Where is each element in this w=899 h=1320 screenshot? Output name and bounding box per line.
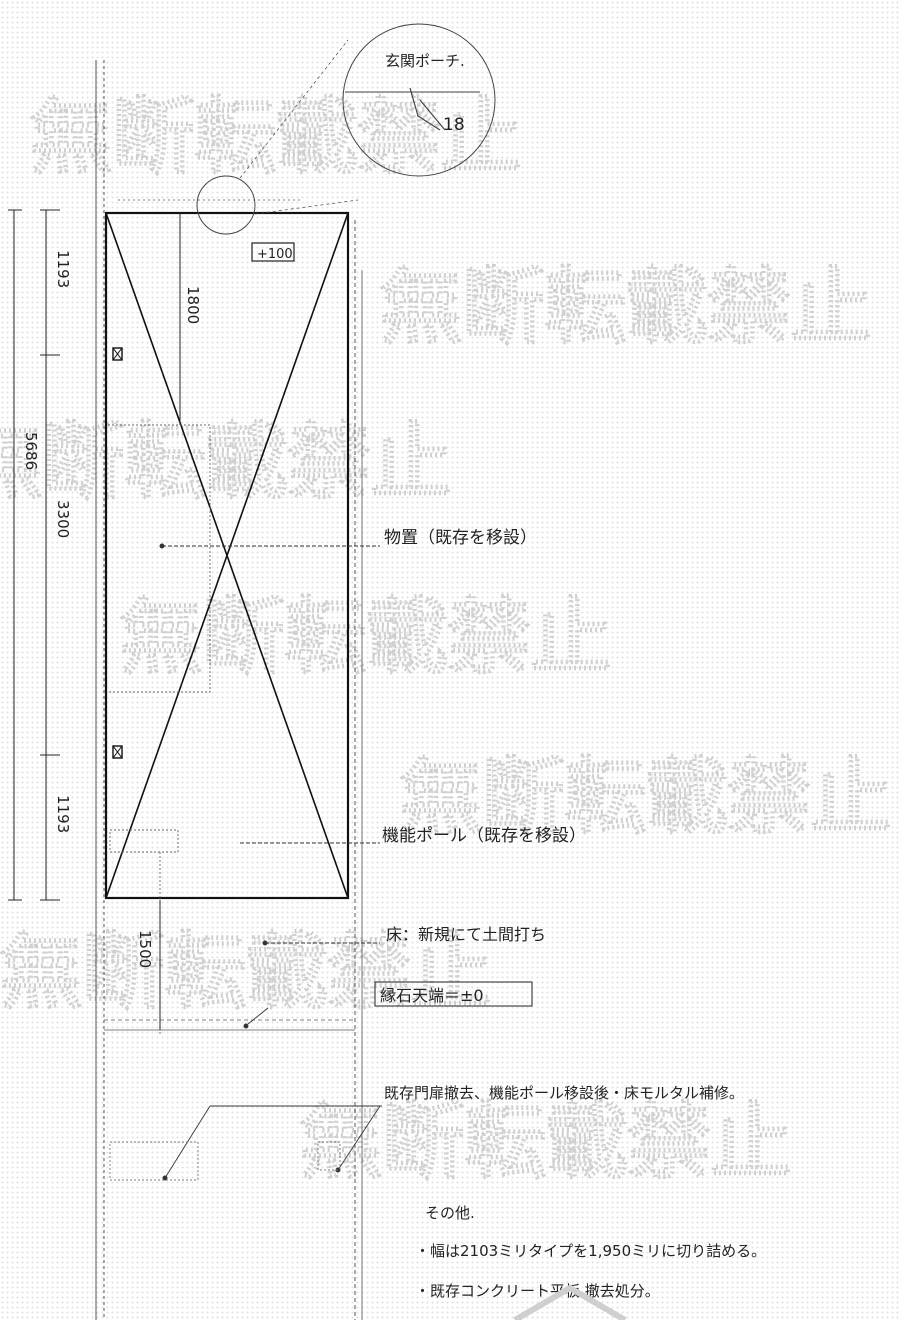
dimension-top: 1193 <box>54 250 72 288</box>
dimension-middle: 3300 <box>54 500 72 538</box>
note-storage: 物置（既存を移設） <box>384 528 537 548</box>
curb-note-box <box>374 981 533 1007</box>
watermark-row-6: 無断転載禁止 <box>0 925 492 1020</box>
note-floor: 床：新規にて土間打ち <box>386 925 546 944</box>
dimension-lines <box>8 209 181 1030</box>
hinge-bottom-icon <box>112 745 123 759</box>
hinge-top-icon <box>112 347 123 361</box>
bottom-chevron-mark <box>513 1284 627 1320</box>
watermark-row-3: 無断転載禁止 <box>0 415 452 510</box>
watermark-row-7: 無断転載禁止 <box>300 1095 792 1190</box>
dimension-total: 5686 <box>22 432 40 470</box>
watermark: 無断転載禁止 無断転載禁止 無断転載禁止 無断転載禁止 無断転載禁止 無断転載禁… <box>0 89 893 1191</box>
note-other-1: ・幅は2103ミリタイプを1,950ミリに切り詰める。 <box>415 1242 766 1260</box>
existing-gate-base <box>109 1141 199 1181</box>
gate-panel <box>104 211 350 900</box>
detail-slope-value: 18 <box>443 115 465 135</box>
detail-title: 玄関ポーチ. <box>385 52 465 70</box>
existing-items <box>109 1141 341 1181</box>
watermark-row-4: 無断転載禁止 <box>120 590 612 685</box>
gate-cross-line-2 <box>105 212 349 899</box>
dimension-door-offset: 1800 <box>184 286 202 324</box>
note-pole: 機能ポール（既存を移設） <box>382 826 586 846</box>
dimension-bottom: 1193 <box>54 795 72 833</box>
note-other-2: ・既存コンクリート平板 撤去処分。 <box>415 1282 660 1300</box>
entrance-porch-detail <box>196 23 496 235</box>
note-remove: 既存門扉撤去、機能ポール移設後・床モルタル補修。 <box>384 1084 744 1102</box>
detail-slope-mark <box>409 87 441 131</box>
watermark-row-5: 無断転載禁止 <box>400 750 892 845</box>
dimension-lower-offset: 1500 <box>136 930 154 968</box>
watermark-row-2: 無断転載禁止 <box>380 260 872 355</box>
detail-magnified-circle <box>342 23 496 177</box>
leader-curb <box>247 1007 269 1025</box>
gate-panel-outline <box>104 211 350 900</box>
note-curb: 縁石天端＝±0 <box>380 986 484 1005</box>
guide-lines <box>95 60 363 1320</box>
note-other-title: その他. <box>425 1204 475 1222</box>
watermark-row-1: 無断転載禁止 <box>30 90 522 185</box>
level-tag: +100 <box>257 247 293 262</box>
level-tag-box <box>251 242 295 262</box>
detail-reference-circle <box>196 175 256 235</box>
leader-remove-2 <box>337 1105 381 1171</box>
existing-pole-base <box>317 1141 341 1171</box>
